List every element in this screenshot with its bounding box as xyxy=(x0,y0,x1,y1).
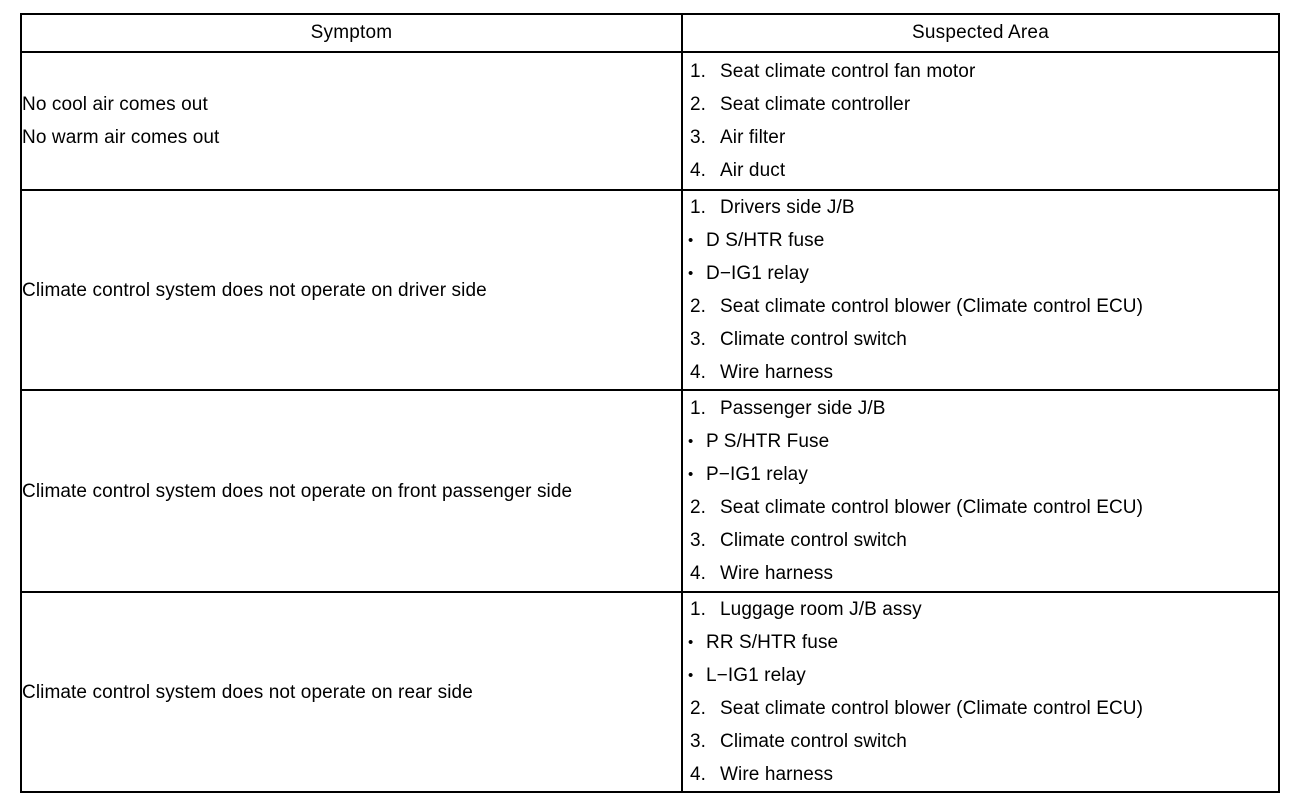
symptom-text: Climate control system does not operate … xyxy=(22,676,681,709)
list-marker: 3. xyxy=(690,127,707,148)
list-marker: 3. xyxy=(690,329,707,350)
bullet-icon: • xyxy=(688,265,694,282)
symptom-line: No cool air comes out xyxy=(22,94,208,115)
suspected-area-cell: 1. Drivers side J/B • D S/HTR fuse • D−I… xyxy=(681,189,1280,391)
list-item: 4. Air duct xyxy=(683,154,1278,187)
list-marker: 4. xyxy=(690,160,707,181)
list-item-label: Wire harness xyxy=(720,362,834,383)
list-marker: 3. xyxy=(690,530,707,551)
bullet-icon: • xyxy=(688,466,694,483)
list-item-label: D−IG1 relay xyxy=(706,263,810,284)
list-item-label: Wire harness xyxy=(720,764,834,785)
bullet-icon: • xyxy=(688,634,694,651)
list-item-label: Seat climate control blower (Climate con… xyxy=(720,296,1144,317)
list-item-label: Drivers side J/B xyxy=(720,197,855,218)
table-row: Climate control system does not operate … xyxy=(20,389,1280,593)
list-item-label: Passenger side J/B xyxy=(720,398,886,419)
column-header-symptom: Symptom xyxy=(20,13,683,53)
bullet-icon: • xyxy=(688,433,694,450)
list-item-label: Luggage room J/B assy xyxy=(720,599,922,620)
list-marker: 3. xyxy=(690,731,707,752)
list-item-label: P−IG1 relay xyxy=(706,464,808,485)
suspected-area-cell: 1. Seat climate control fan motor 2. Sea… xyxy=(681,51,1280,191)
list-item: 1. Drivers side J/B xyxy=(683,191,1278,224)
symptom-cell: Climate control system does not operate … xyxy=(20,591,683,793)
list-marker: 2. xyxy=(690,296,707,317)
list-item-label: Seat climate control blower (Climate con… xyxy=(720,497,1144,518)
list-item: 4. Wire harness xyxy=(683,758,1278,791)
list-item: • D−IG1 relay xyxy=(683,257,1278,290)
list-item: • P−IG1 relay xyxy=(683,458,1278,491)
list-item: 1. Passenger side J/B xyxy=(683,392,1278,425)
list-item: 4. Wire harness xyxy=(683,557,1278,590)
list-item-label: Air filter xyxy=(720,127,786,148)
list-item: • L−IG1 relay xyxy=(683,659,1278,692)
suspected-area-cell: 1. Passenger side J/B • P S/HTR Fuse • P… xyxy=(681,389,1280,593)
list-item-label: Seat climate control blower (Climate con… xyxy=(720,698,1144,719)
list-item-label: Air duct xyxy=(720,160,786,181)
list-item-label: Wire harness xyxy=(720,563,834,584)
list-item: 1. Seat climate control fan motor xyxy=(683,55,1278,88)
list-item-label: RR S/HTR fuse xyxy=(706,632,839,653)
list-item-label: Climate control switch xyxy=(720,530,907,551)
symptom-line: Climate control system does not operate … xyxy=(22,279,487,301)
suspected-area-cell: 1. Luggage room J/B assy • RR S/HTR fuse… xyxy=(681,591,1280,793)
list-item: 1. Luggage room J/B assy xyxy=(683,593,1278,626)
list-item-label: D S/HTR fuse xyxy=(706,230,825,251)
table-row: Climate control system does not operate … xyxy=(20,591,1280,793)
list-item: 3. Climate control switch xyxy=(683,323,1278,356)
list-marker: 1. xyxy=(690,61,707,82)
symptom-text: Climate control system does not operate … xyxy=(22,274,681,307)
symptom-line: No warm air comes out xyxy=(22,127,220,148)
symptom-text: No cool air comes out No warm air comes … xyxy=(22,88,681,154)
list-item: • D S/HTR fuse xyxy=(683,224,1278,257)
list-item: • P S/HTR Fuse xyxy=(683,425,1278,458)
list-marker: 4. xyxy=(690,563,707,584)
list-marker: 1. xyxy=(690,398,707,419)
suspected-area-list: 1. Seat climate control fan motor 2. Sea… xyxy=(683,55,1278,187)
list-item: 2. Seat climate controller xyxy=(683,88,1278,121)
header-row: Symptom Suspected Area xyxy=(20,13,1280,53)
table-row: No cool air comes out No warm air comes … xyxy=(20,51,1280,191)
suspected-area-list: 1. Luggage room J/B assy • RR S/HTR fuse… xyxy=(683,593,1278,791)
list-item-label: Seat climate control fan motor xyxy=(720,61,976,82)
symptom-cell: No cool air comes out No warm air comes … xyxy=(20,51,683,191)
list-item: 3. Climate control switch xyxy=(683,524,1278,557)
bullet-icon: • xyxy=(688,667,694,684)
table-header: Symptom Suspected Area xyxy=(20,13,1280,53)
symptom-text: Climate control system does not operate … xyxy=(22,475,681,508)
list-marker: 4. xyxy=(690,764,707,785)
list-item: 3. Air filter xyxy=(683,121,1278,154)
list-item: 2. Seat climate control blower (Climate … xyxy=(683,491,1278,524)
list-item-label: P S/HTR Fuse xyxy=(706,431,830,452)
list-marker: 1. xyxy=(690,599,707,620)
symptom-line: Climate control system does not operate … xyxy=(22,681,473,703)
list-marker: 2. xyxy=(690,698,707,719)
list-item: 3. Climate control switch xyxy=(683,725,1278,758)
suspected-area-list: 1. Passenger side J/B • P S/HTR Fuse • P… xyxy=(683,392,1278,590)
symptom-cell: Climate control system does not operate … xyxy=(20,389,683,593)
list-item: • RR S/HTR fuse xyxy=(683,626,1278,659)
list-marker: 2. xyxy=(690,94,707,115)
list-item: 2. Seat climate control blower (Climate … xyxy=(683,692,1278,725)
bullet-icon: • xyxy=(688,232,694,249)
list-marker: 4. xyxy=(690,362,707,383)
list-item: 4. Wire harness xyxy=(683,356,1278,389)
symptom-cell: Climate control system does not operate … xyxy=(20,189,683,391)
column-header-suspected-area: Suspected Area xyxy=(681,13,1280,53)
list-marker: 2. xyxy=(690,497,707,518)
symptom-suspected-area-table: Symptom Suspected Area No cool air comes… xyxy=(20,13,1280,793)
list-item-label: Seat climate controller xyxy=(720,94,911,115)
table-body: No cool air comes out No warm air comes … xyxy=(20,51,1280,793)
list-item: 2. Seat climate control blower (Climate … xyxy=(683,290,1278,323)
list-item-label: Climate control switch xyxy=(720,329,907,350)
table-row: Climate control system does not operate … xyxy=(20,189,1280,391)
symptom-line: Climate control system does not operate … xyxy=(22,480,573,502)
list-item-label: Climate control switch xyxy=(720,731,907,752)
list-marker: 1. xyxy=(690,197,707,218)
list-item-label: L−IG1 relay xyxy=(706,665,806,686)
suspected-area-list: 1. Drivers side J/B • D S/HTR fuse • D−I… xyxy=(683,191,1278,389)
